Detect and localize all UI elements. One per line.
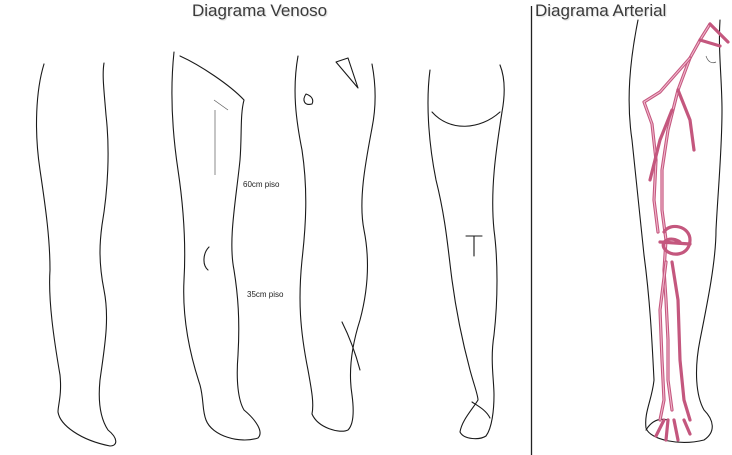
pelvis-contour <box>705 55 717 64</box>
anterior-tibial-artery <box>670 260 692 422</box>
ankle-contour <box>471 401 491 419</box>
annotation-35cm: 35cm piso <box>247 290 284 299</box>
leg-posterior-view <box>427 64 505 440</box>
tab-mark-lower <box>303 93 314 105</box>
lateral-branch <box>676 88 696 152</box>
arterial-leg <box>628 19 730 443</box>
leg-medial-view <box>294 55 376 432</box>
foot-arteries <box>654 418 692 442</box>
leg-lateral-view <box>171 51 261 441</box>
leg-front-view <box>35 62 117 447</box>
knee-mark <box>203 246 210 271</box>
t-mark <box>465 235 483 257</box>
gluteal-fold <box>431 111 501 127</box>
venous-diagram-title: Diagrama Venoso <box>192 1 328 20</box>
annotation-60cm: 60cm piso <box>243 180 280 189</box>
genicular-network <box>658 224 692 256</box>
iliac-branches <box>698 22 730 48</box>
arterial-diagram-title: Diagrama Arterial <box>535 1 667 20</box>
incision-mark <box>213 99 229 111</box>
foot-contour <box>645 418 669 431</box>
medial-branch <box>648 108 674 182</box>
calf-contour <box>341 321 361 371</box>
tab-mark-upper <box>335 57 359 89</box>
